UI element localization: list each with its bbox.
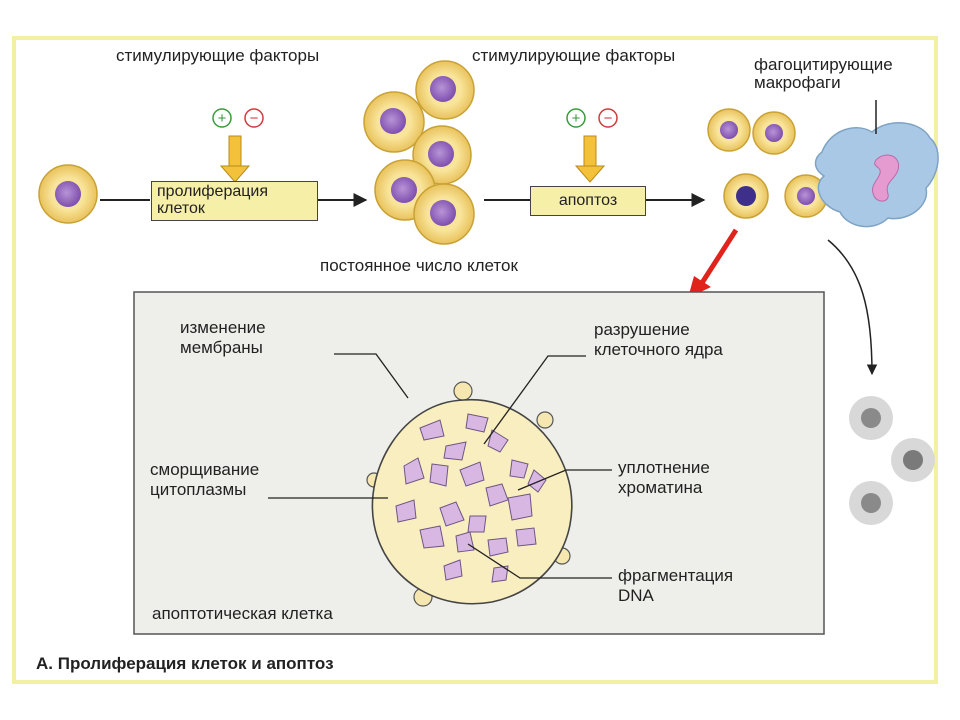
figure-caption: А. Пролиферация клеток и апоптоз xyxy=(36,654,334,673)
membrane-change-label: изменение мембраны xyxy=(180,318,266,357)
plus-sign-2: + xyxy=(572,110,581,127)
apoptotic-cell-label: апоптотическая клетка xyxy=(152,604,333,623)
minus-sign-1: − xyxy=(250,110,259,127)
apoptotic-cell xyxy=(366,381,573,607)
minus-circle-1 xyxy=(244,108,264,128)
apoptosis-box: апоптоз xyxy=(530,186,646,216)
cell-cluster xyxy=(363,60,475,245)
post-apoptosis-nuclei xyxy=(720,121,815,206)
constant-cell-number-label: постоянное число клеток xyxy=(320,256,518,275)
stimulating-factors-label-1: стимулирующие факторы xyxy=(116,46,320,65)
red-arrow xyxy=(697,228,739,288)
dna-fragmentation-label: фрагментация DNA xyxy=(618,566,734,605)
plus-circle-1 xyxy=(212,108,232,128)
macrophage-nucleus xyxy=(872,154,900,202)
leader-lines xyxy=(268,353,612,579)
stimulating-factors-label-2: стимулирующие факторы xyxy=(472,46,676,65)
cluster-nuclei xyxy=(380,76,456,226)
proliferation-box: пролиферация клеток xyxy=(151,181,318,221)
macrophage xyxy=(814,122,939,228)
phagocytic-macrophages-label: фагоцитирующие макрофаги xyxy=(754,55,893,92)
plus-circle-2 xyxy=(566,108,586,128)
minus-circle-2 xyxy=(598,108,618,128)
debris-cells xyxy=(849,396,935,525)
stimulus-arrow-1 xyxy=(219,135,251,183)
chromatin-fragments xyxy=(395,413,547,583)
single-cell xyxy=(38,164,98,224)
minus-sign-2: − xyxy=(604,110,613,127)
plus-sign-1: + xyxy=(218,110,227,127)
chromatin-condensation-label: уплотнение хроматина xyxy=(618,458,710,497)
stimulus-arrow-2 xyxy=(574,135,606,183)
cytoplasm-shrinkage-label: сморщивание цитоплазмы xyxy=(150,460,260,499)
nucleus-destruction-label: разрушение клеточного ядра xyxy=(594,320,723,359)
arrow-to-debris xyxy=(827,239,878,376)
